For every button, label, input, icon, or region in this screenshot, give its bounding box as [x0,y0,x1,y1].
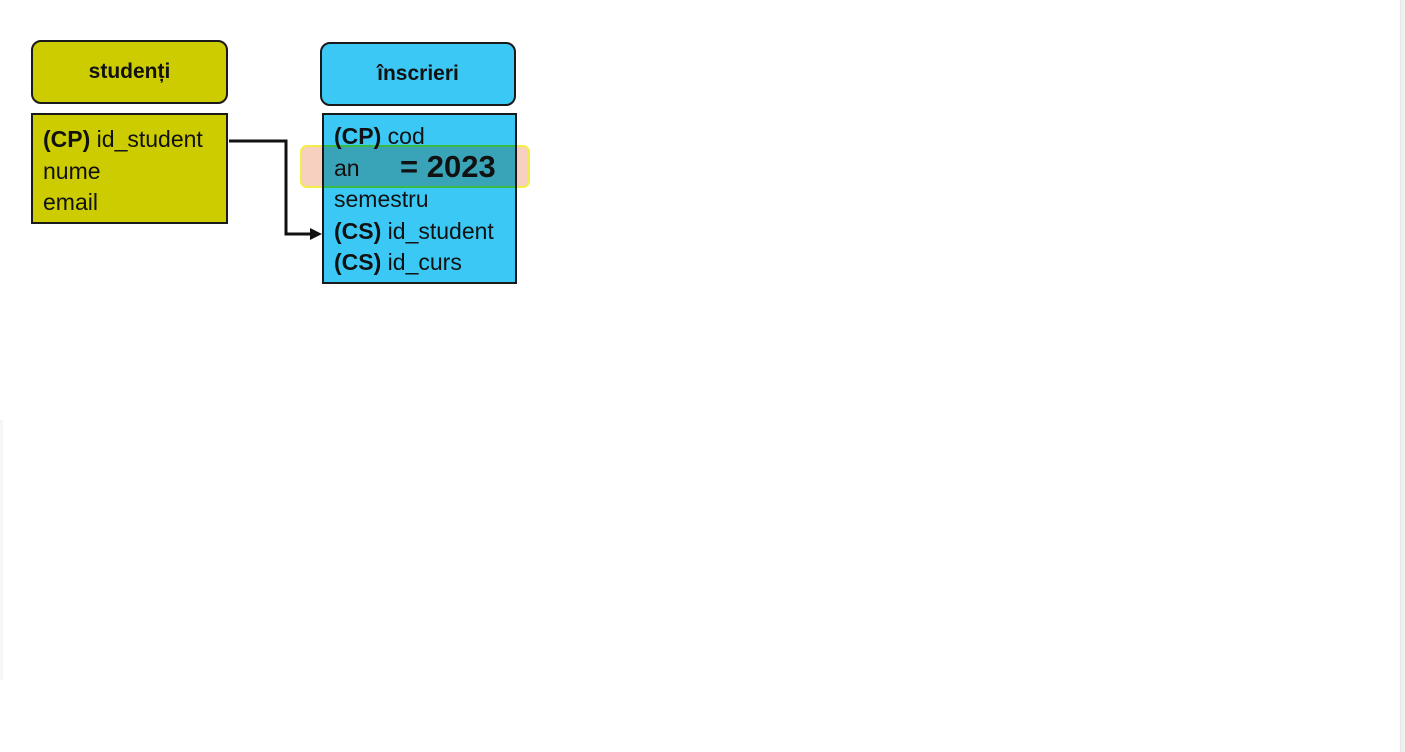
page-edge-right [1400,0,1405,752]
field-name: id_student [387,217,494,244]
field-row-semestru: semestru [334,184,515,216]
primary-key-label: (CP) [334,123,382,149]
field-row-id-student-fk: (CS) id_student [334,216,515,248]
primary-key-label: (CP) [43,126,91,152]
filter-highlight [300,145,530,188]
field-name: semestru [334,186,429,212]
table-fields-studenti: (CP) id_student nume email [31,113,228,224]
field-name: cod [387,123,425,149]
connector-line [229,139,312,236]
table-title-studenti: studenți [31,40,228,104]
page-edge-left [0,420,3,680]
field-row-nume: nume [43,156,226,188]
table-title-inscrieri: înscrieri [320,42,516,106]
foreign-key-label: (CS) [334,249,382,275]
field-name: id_curs [387,249,462,275]
field-name: nume [43,157,101,184]
table-title-inscrieri-label: înscrieri [377,62,459,85]
field-row-id-student: (CP) id_student [43,124,226,156]
field-row-id-curs-fk: (CS) id_curs [334,247,515,279]
table-title-studenti-label: studenți [88,60,171,83]
field-name: id_student [96,126,203,152]
foreign-key-label: (CS) [334,217,382,244]
field-name: email [43,189,98,215]
field-row-email: email [43,187,226,219]
field-row-cod: (CP) cod [334,121,515,153]
filter-condition: = 2023 [400,149,496,184]
arrowhead-icon [310,228,322,240]
